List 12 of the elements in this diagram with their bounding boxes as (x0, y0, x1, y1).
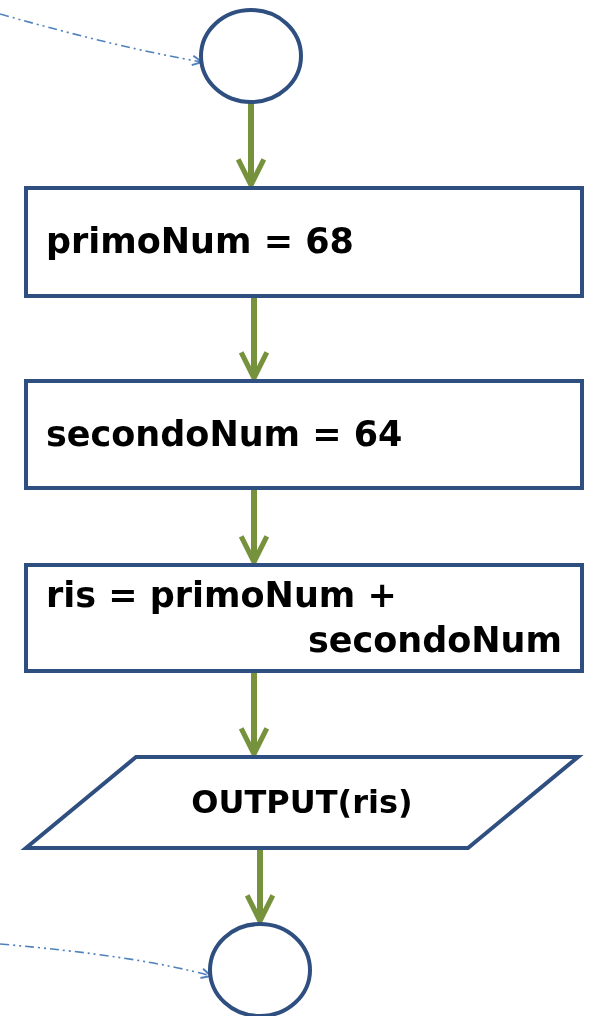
arrow (244, 848, 276, 924)
process-box (24, 379, 584, 490)
arrow (238, 490, 270, 565)
statement-text: primoNum = 68 (46, 220, 355, 264)
statement-text: ris = primoNum + secondoNum (46, 573, 562, 662)
output-text: OUTPUT(ris) (191, 781, 413, 823)
process-box (24, 563, 584, 673)
arrow (238, 673, 270, 757)
process-box (24, 186, 584, 298)
arrow (235, 102, 267, 188)
arrow (238, 298, 270, 381)
statement-text: secondoNum = 64 (46, 412, 404, 456)
